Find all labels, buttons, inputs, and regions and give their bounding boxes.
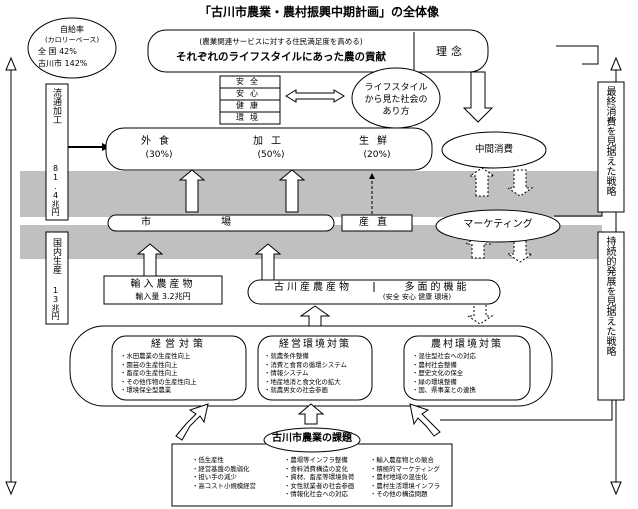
multifunctionality-items: (安全 安心 健康 環境)	[382, 293, 452, 301]
value-environment: 環境	[236, 113, 264, 122]
marketing-label: マーケティング	[463, 219, 533, 230]
list-item: 消費と食育の循環システム	[264, 361, 347, 370]
list-item: 農村地域の混住化	[370, 473, 440, 482]
list-item: 就農男女の社会参画	[264, 386, 347, 395]
page-title: 「古川市農業・農村振興中期計画」の全体像	[198, 5, 439, 19]
consumption-fresh: 生鮮	[359, 136, 395, 147]
list-item: 資材、畜産等環境負荷	[284, 473, 354, 482]
intermediate-consumption-label: 中間消費	[474, 144, 513, 155]
consumption-eating-out: 外食	[141, 136, 177, 147]
top-subtitle: (農業関連サービスに対する住民満足度を高める)	[199, 37, 363, 46]
left-arrow-top	[5, 56, 17, 71]
list-item: 女性就業者の社会参画	[284, 482, 354, 491]
left-arrow-bottom	[5, 481, 17, 496]
distribution-box	[45, 83, 69, 221]
distribution-amount: 81.4兆円	[51, 164, 60, 216]
issues-list-2: 農場等インフラ整備 食料消費構造の変化 資材、畜産等環境負荷 女性就業者の社会参…	[284, 456, 354, 499]
management-list: 水田農業の生産性向上 園芸の生産性向上 畜産の生産性向上 その他作物の生産性向上…	[120, 352, 197, 395]
lifestyle-line-3: あり方	[382, 107, 410, 117]
domestic-production-amount: 13兆円	[51, 286, 60, 320]
imported-products-amount: 輸入量 3.2兆円	[135, 292, 191, 301]
consumption-fresh-share: (20%)	[363, 150, 391, 160]
sustainable-development-strategy: 持続的発展を見据えた戦略	[604, 236, 615, 356]
domestic-production-box	[45, 231, 69, 325]
self-sufficiency-national: 全 国 42%	[38, 47, 77, 56]
market-label: 市場	[141, 217, 301, 228]
list-item: 就農条件整備	[264, 352, 347, 361]
list-item: 園芸の生産性向上	[120, 361, 197, 370]
sustainable-development-box	[597, 231, 625, 401]
issues-title-oval	[263, 427, 361, 453]
list-item: その他作物の生産性向上	[120, 378, 196, 387]
domestic-production-label: 国内生産	[51, 238, 61, 274]
list-item: 畜産の生産性向上	[120, 369, 197, 378]
list-item: 緑の環境整備	[412, 378, 476, 387]
imported-products-box	[103, 275, 223, 305]
list-item: 混住型社会への対応	[412, 352, 476, 361]
list-item: 国、県事業との連携	[412, 386, 476, 395]
marketing-oval	[435, 209, 561, 243]
distribution-label: 流通加工	[51, 88, 61, 124]
list-item: 農場等インフラ整備	[284, 456, 354, 465]
lifestyle-line-2: から見た社会の	[364, 95, 428, 105]
philosophy-label: 理念	[436, 45, 466, 58]
final-consumption-strategy: 最終消費を見据えた戦略	[604, 86, 615, 196]
management-environment-list: 就農条件整備 消費と食育の循環システム 情報システム 地産地消と食文化の拡大 就…	[264, 352, 347, 395]
self-sufficiency-city: 古川市 142%	[38, 59, 88, 68]
self-sufficiency-heading: 自給率	[60, 25, 84, 34]
issues-list-3: 輸入農産物との競合 積極的マーケティング 農村地域の混住化 農村生活環境インフラ…	[370, 456, 440, 499]
issues-list-1: 低生産性 経営基盤の脆弱化 担い手の減少 高コスト小規模経営	[192, 456, 256, 490]
top-contribution-box	[147, 29, 489, 73]
management-environment-title: 経営環境対策	[279, 339, 351, 350]
value-safety: 安全	[236, 77, 264, 86]
list-item: 担い手の減少	[192, 473, 256, 482]
consumption-eating-out-share: (30%)	[145, 150, 173, 160]
rural-environment-list: 混住型社会への対応 農村社会整備 歴史文化の保全 緑の環境整備 国、県事業との連…	[412, 352, 476, 395]
list-item: 情報化社会への対応	[284, 490, 354, 499]
rural-environment-title: 農村環境対策	[431, 339, 503, 350]
consumption-processing-share: (50%)	[257, 150, 285, 160]
multifunctionality-label: 多面的機能	[404, 282, 470, 293]
list-item: 経営基盤の脆弱化	[192, 465, 256, 474]
list-item: 水田農業の生産性向上	[120, 352, 197, 361]
value-security: 安心	[236, 89, 264, 98]
top-contribution-text: それぞれのライフスタイルにあった農の貢献	[176, 51, 386, 63]
imported-products-label: 輸入農産物	[130, 279, 196, 290]
list-item: 情報システム	[264, 369, 347, 378]
list-item: 高コスト小規模経営	[192, 482, 256, 491]
management-title: 経営対策	[151, 339, 207, 350]
self-sufficiency-basis: (カロリーベース)	[44, 36, 100, 44]
list-item: その他の構造問題	[370, 490, 440, 499]
intermediate-consumption-oval	[441, 131, 547, 169]
list-item: 地産地消と食文化の拡大	[264, 378, 347, 387]
self-sufficiency-oval	[27, 17, 117, 79]
list-item: 歴史文化の保全	[412, 369, 476, 378]
lifestyle-line-1: ライフスタイル	[364, 83, 428, 93]
consumption-box	[105, 127, 433, 171]
consumption-processing: 加工	[253, 136, 289, 147]
direct-sales-label: 産直	[359, 217, 395, 228]
local-products-label: 古川産農産物	[274, 282, 352, 293]
gray-band-top	[20, 171, 602, 217]
list-item: 農村社会整備	[412, 361, 476, 370]
final-consumption-box	[597, 81, 625, 213]
direct-sales-box	[341, 214, 413, 232]
list-item: 低生産性	[192, 456, 256, 465]
issues-title: 古川市農業の課題	[272, 433, 352, 444]
value-health: 健康	[236, 101, 264, 110]
list-item: 環境保全型農業	[120, 386, 197, 395]
market-bar	[107, 214, 335, 232]
list-item: 農村生活環境インフラ	[370, 482, 440, 491]
list-item: 積極的マーケティング	[370, 465, 440, 474]
list-item: 輸入農産物との競合	[370, 456, 440, 465]
list-item: 食料消費構造の変化	[284, 465, 354, 474]
